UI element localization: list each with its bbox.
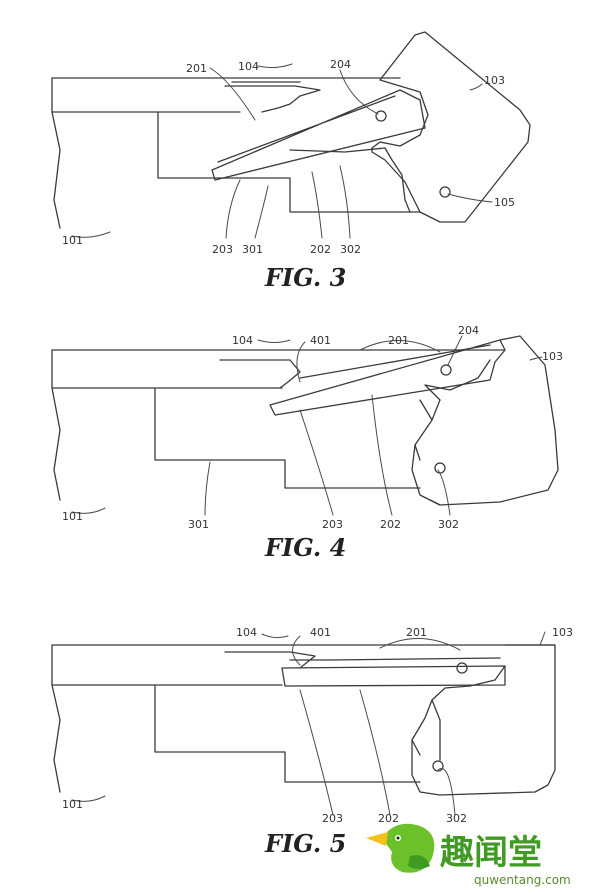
top-layer-104 (219, 359, 301, 389)
plate-201 (269, 339, 506, 416)
top-layer-104 (224, 651, 331, 669)
bird-icon (366, 823, 435, 873)
plate-201 (211, 89, 426, 181)
label-301: 301 (242, 243, 263, 256)
label-401: 401 (310, 334, 331, 347)
label-202: 202 (310, 243, 331, 256)
label-401: 401 (310, 626, 331, 639)
base-body-101 (51, 644, 556, 793)
cover-103 (411, 644, 556, 796)
label-103: 103 (552, 626, 573, 639)
label-201: 201 (186, 62, 207, 75)
label-101: 101 (62, 798, 83, 811)
cover-103 (371, 31, 531, 223)
label-302: 302 (438, 518, 459, 531)
arm-302 (414, 399, 441, 506)
label-203: 203 (322, 812, 343, 825)
figure-4-caption: FIG. 4 (264, 533, 346, 562)
label-204: 204 (330, 58, 351, 71)
label-103: 103 (484, 74, 505, 87)
label-203: 203 (212, 243, 233, 256)
figure-3-caption: FIG. 3 (264, 263, 346, 292)
label-302: 302 (340, 243, 361, 256)
label-201: 201 (388, 334, 409, 347)
base-body-101 (51, 77, 421, 229)
arm-302 (289, 147, 411, 213)
pivot-105 (439, 186, 451, 198)
arm-302 (411, 699, 441, 761)
leader-lines (71, 335, 543, 516)
base-body-101 (51, 349, 506, 501)
pivot-upper (456, 662, 468, 674)
figure-3: 201 104 204 103 105 101 203 301 202 302 … (51, 31, 531, 292)
label-202: 202 (378, 812, 399, 825)
label-302: 302 (446, 812, 467, 825)
label-202: 202 (380, 518, 401, 531)
figure-4: 104 401 201 204 103 101 301 203 202 302 … (51, 324, 563, 562)
pivot-204 (375, 110, 387, 122)
label-103: 103 (542, 350, 563, 363)
label-104: 104 (236, 626, 257, 639)
label-204: 204 (458, 324, 479, 337)
cover-103 (411, 335, 559, 506)
label-301: 301 (188, 518, 209, 531)
label-104: 104 (232, 334, 253, 347)
label-201: 201 (406, 626, 427, 639)
figure-5: 104 401 201 103 101 203 202 302 FIG. 5 (51, 626, 573, 858)
watermark-logo: 趣闻堂 quwentang.com (366, 823, 571, 887)
leader-lines (71, 631, 546, 816)
label-101: 101 (62, 510, 83, 523)
plate-201 (281, 657, 506, 687)
watermark-chinese: 趣闻堂 (440, 833, 542, 873)
label-104: 104 (238, 60, 259, 73)
watermark-site: quwentang.com (474, 873, 571, 887)
label-203: 203 (322, 518, 343, 531)
label-105: 105 (494, 196, 515, 209)
top-layer-104 (224, 81, 321, 113)
pivot-lower (434, 462, 446, 474)
pivot-lower (432, 760, 444, 772)
pivot-204 (440, 364, 452, 376)
label-101: 101 (62, 234, 83, 247)
figure-5-caption: FIG. 5 (264, 829, 346, 858)
leader-lines (71, 63, 493, 239)
